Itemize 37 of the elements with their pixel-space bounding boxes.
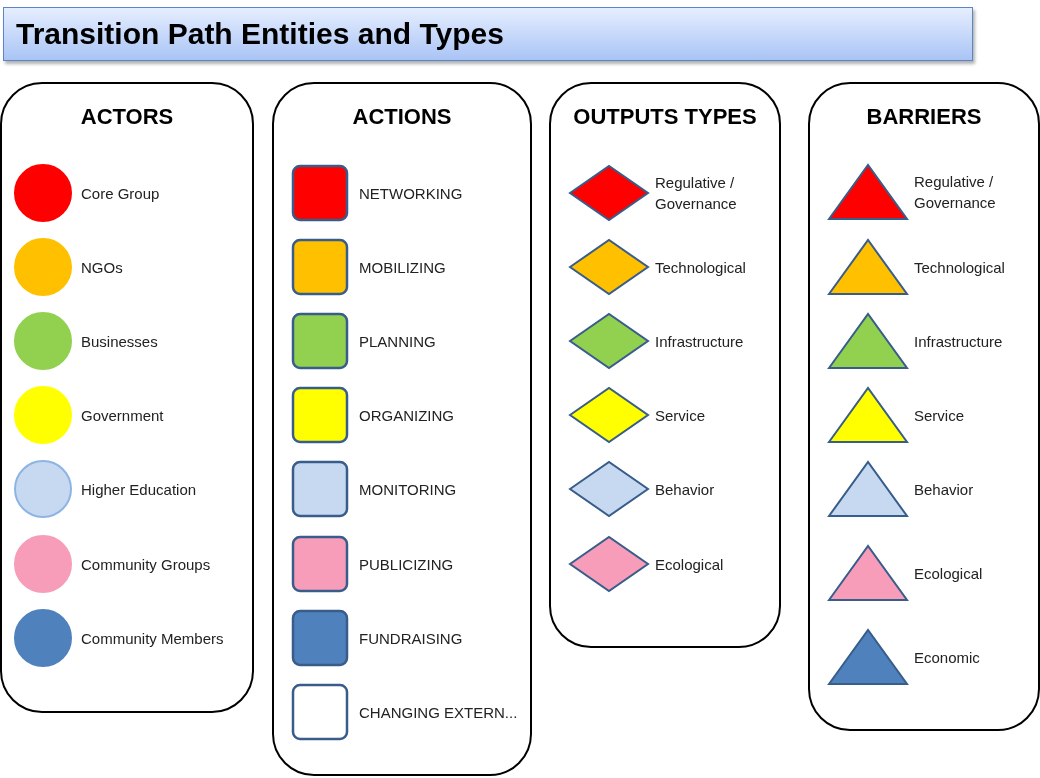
category-label: PLANNING bbox=[359, 331, 437, 352]
category-label: Technological bbox=[914, 257, 1006, 278]
category-label: CHANGING EXTERN... bbox=[359, 702, 519, 723]
panel-heading: ACTIONS bbox=[351, 104, 453, 130]
category-label: Service bbox=[655, 405, 707, 426]
category-label: Infrastructure bbox=[655, 331, 745, 352]
category-label: NGOs bbox=[81, 257, 124, 278]
category-panel bbox=[808, 82, 1040, 731]
category-label: Higher Education bbox=[81, 479, 198, 500]
category-label: ORGANIZING bbox=[359, 405, 455, 426]
category-label: MONITORING bbox=[359, 479, 458, 500]
category-label: Ecological bbox=[914, 563, 984, 584]
title-banner: Transition Path Entities and Types bbox=[3, 7, 973, 61]
category-label: NETWORKING bbox=[359, 183, 464, 204]
category-label: Ecological bbox=[655, 554, 725, 575]
category-panel bbox=[549, 82, 781, 648]
category-label: FUNDRAISING bbox=[359, 628, 464, 649]
category-label: Community Groups bbox=[81, 554, 212, 575]
category-panel bbox=[272, 82, 532, 776]
category-label: Businesses bbox=[81, 331, 159, 352]
category-label: Regulative / Governance bbox=[655, 173, 738, 214]
category-panel bbox=[0, 82, 254, 713]
panel-heading: BARRIERS bbox=[865, 104, 983, 130]
category-label: Government bbox=[81, 405, 165, 426]
category-label: Service bbox=[914, 405, 966, 426]
category-label: Technological bbox=[655, 257, 747, 278]
category-label: Infrastructure bbox=[914, 331, 1004, 352]
category-label: Regulative / Governance bbox=[914, 172, 997, 213]
category-label: Economic bbox=[914, 647, 981, 668]
panel-heading: OUTPUTS TYPES bbox=[572, 104, 758, 130]
panel-heading: ACTORS bbox=[79, 104, 175, 130]
category-label: PUBLICIZING bbox=[359, 554, 455, 575]
category-label: Behavior bbox=[655, 479, 716, 500]
category-label: MOBILIZING bbox=[359, 257, 447, 278]
category-label: Behavior bbox=[914, 479, 975, 500]
category-label: Community Members bbox=[81, 628, 225, 649]
category-label: Core Group bbox=[81, 183, 161, 204]
